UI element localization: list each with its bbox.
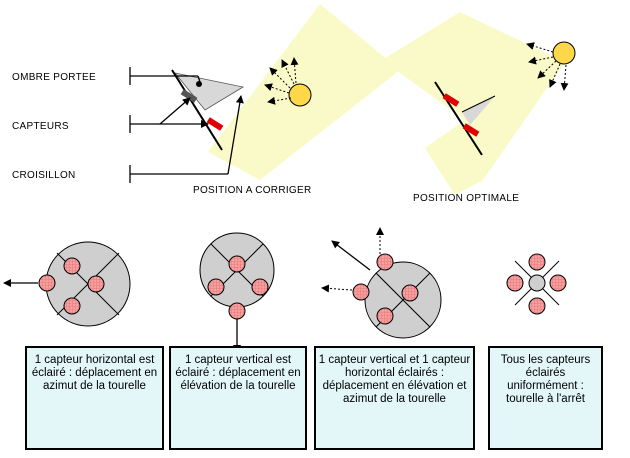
caption-text-4: Tous les capteurs éclairés uniformément … — [500, 354, 591, 405]
sun-icon-optimal — [552, 41, 576, 65]
croisillon-line — [171, 69, 223, 151]
sensor-red-optimal-2 — [462, 123, 480, 137]
label-croisillon: CROISILLON — [12, 170, 76, 181]
shadow-triangle — [173, 72, 245, 111]
caption-text-3: 1 capteur vertical et 1 capteur horizont… — [318, 354, 471, 405]
position-corriger-group: OMBRE PORTEE CAPTEURS CROISILLON POSITIO… — [12, 4, 400, 196]
turret-elevation-azimut — [321, 227, 442, 339]
caption-box-1: 1 capteur horizontal est éclairé : dépla… — [25, 346, 164, 450]
light-beam-optimal — [382, 12, 565, 180]
turret-elevation — [199, 232, 275, 353]
shadow-optimal — [462, 96, 495, 125]
label-ombre: OMBRE PORTEE — [12, 72, 96, 83]
light-beam-optimal-2 — [425, 120, 483, 195]
sun-rays-optimal — [526, 42, 569, 91]
position-optimale-group: POSITION OPTIMALE — [382, 12, 576, 204]
sensor-red-optimal-1 — [442, 93, 460, 107]
sun-icon — [288, 83, 312, 107]
caption-box-3: 1 capteur vertical et 1 capteur horizont… — [314, 346, 475, 450]
turret-arret — [506, 253, 567, 315]
caption-box-4: Tous les capteurs éclairés uniformément … — [488, 346, 603, 450]
caption-text-1: 1 capteur horizontal est éclairé : dépla… — [31, 354, 158, 392]
label-leaders — [129, 67, 244, 183]
caption-text-2: 1 capteur vertical est éclairé : déplace… — [175, 354, 301, 392]
sun-rays — [264, 57, 299, 105]
sensor-red — [206, 117, 224, 131]
turret-azimut — [3, 241, 131, 327]
label-position-optimale: POSITION OPTIMALE — [413, 193, 519, 204]
croisillon-optimal — [434, 81, 483, 156]
caption-box-2: 1 capteur vertical est éclairé : déplace… — [169, 346, 307, 450]
label-capteurs: CAPTEURS — [12, 121, 69, 132]
label-position-corriger: POSITION A CORRIGER — [193, 185, 312, 196]
sensor-gray — [180, 89, 198, 103]
